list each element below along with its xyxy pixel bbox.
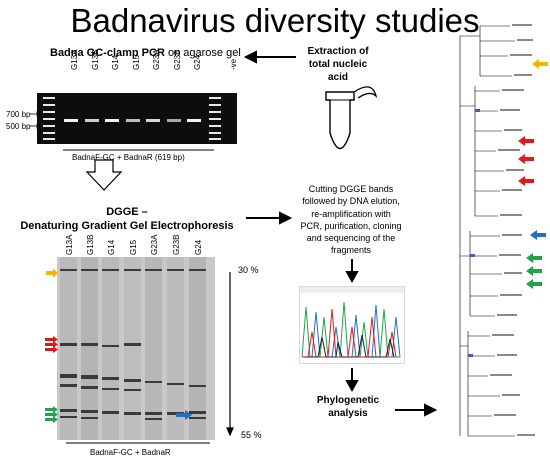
extraction-line-2: total nucleic acid <box>308 59 368 83</box>
gel2-lane-label: G14 <box>107 239 116 255</box>
dgge-gel-image <box>57 257 215 440</box>
cutting-step-label: Cutting DGGE bands followed by DNA eluti… <box>292 183 410 257</box>
dgge-gel-bands <box>60 257 206 440</box>
cutting-line: re-amplification with <box>311 208 391 219</box>
gel2-caption: BadnaF-GC + BadnaR <box>90 448 171 457</box>
cutting-line: and sequencing of the <box>306 233 396 244</box>
agarose-gel-bands <box>43 97 221 140</box>
extraction-line-1: Extraction of <box>307 46 369 57</box>
tree-green-arrow-icon <box>526 266 542 276</box>
gel2-lane-label: G24 <box>194 239 203 255</box>
blue-band-arrow-icon <box>176 410 192 420</box>
gel1-caption: BadnaF-GC + BadnaR (619 bp) <box>72 153 185 162</box>
cutting-line: fragments <box>330 245 372 256</box>
pcr-title-bold: Badna GC-clamp PCR <box>50 47 165 59</box>
gel2-lane-label: G13A <box>65 234 74 255</box>
tube-icon <box>325 86 378 150</box>
tree-blue-arrow-icon <box>530 230 546 240</box>
pcr-step-label: Badna GC-clamp PCR on agarose gel <box>50 47 241 59</box>
marker-500bp-label: 500 bp <box>6 122 31 131</box>
marker-700bp-label: 700 bp <box>6 110 31 119</box>
pcr-title-rest: on agarose gel <box>164 47 241 59</box>
tree-red-arrow-icon <box>518 176 534 186</box>
dgge-line-2: Denaturing Gradient Gel Electrophoresis <box>20 220 234 232</box>
dgge-line-1: DGGE – <box>106 206 148 218</box>
red-band-arrows-icon <box>45 336 58 353</box>
gradient-top-label: 30 % <box>238 265 259 275</box>
dgge-step-label: DGGE – Denaturing Gradient Gel Electroph… <box>12 205 242 233</box>
phylogenetic-tree <box>459 24 535 437</box>
extraction-step-label: Extraction of total nucleic acid <box>298 45 378 84</box>
chromatogram-traces <box>300 287 404 358</box>
phylo-line-1: Phylogenetic <box>316 395 380 406</box>
diagram-title: Badnavirus diversity studies <box>70 2 480 39</box>
gel2-lane-label: G23B <box>172 234 181 255</box>
tree-red-arrow-icon <box>518 154 534 164</box>
yellow-band-arrow-icon <box>46 268 58 278</box>
gel2-lane-label: G15 <box>129 239 138 255</box>
cutting-line: followed by DNA elution, <box>302 196 400 207</box>
cutting-line: Cutting DGGE bands <box>308 184 394 194</box>
gel2-lane-label: G13B <box>86 234 95 255</box>
tree-red-arrow-icon <box>518 136 534 146</box>
tree-green-arrow-icon <box>526 279 542 289</box>
cutting-line: PCR, purification, cloning <box>300 220 402 231</box>
sequencing-chromatogram <box>299 286 405 364</box>
tree-green-arrow-icon <box>526 253 542 263</box>
gel2-lane-label: G23A <box>150 234 159 255</box>
tree-yellow-arrow-icon <box>532 59 548 69</box>
agarose-gel-image <box>37 93 237 144</box>
green-band-arrows-icon <box>45 406 58 423</box>
phylo-line-2: analysis <box>328 408 368 419</box>
phylogenetic-step-label: Phylogenetic analysis <box>305 394 391 420</box>
gradient-bottom-label: 55 % <box>241 430 262 440</box>
